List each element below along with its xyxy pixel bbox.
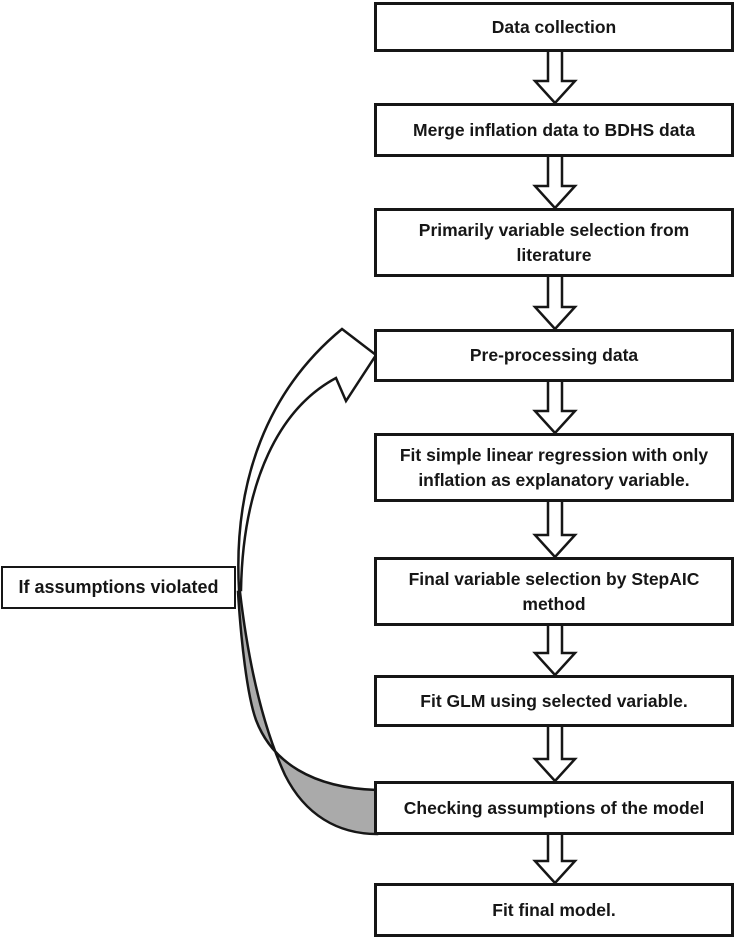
- flow-step-fit-final-model: Fit final model.: [374, 883, 734, 937]
- flow-step-fit-glm: Fit GLM using selected variable.: [374, 675, 734, 727]
- flow-step-label: Primarily variable selection from litera…: [418, 219, 690, 265]
- feedback-arrow-ribbon: [236, 590, 379, 836]
- flow-step-label: Fit final model.: [492, 899, 616, 920]
- flow-step-check-assumptions: Checking assumptions of the model: [374, 781, 734, 835]
- down-arrow-4: [532, 382, 578, 435]
- down-arrow-7: [532, 727, 578, 783]
- flow-step-pre-processing: Pre-processing data: [374, 329, 734, 382]
- down-arrow-8: [532, 835, 578, 885]
- down-arrow-6: [532, 626, 578, 677]
- flow-step-simple-linear-regression: Fit simple linear regression with only i…: [374, 433, 734, 502]
- flow-step-label: Pre-processing data: [469, 345, 639, 366]
- down-arrow-5: [532, 502, 578, 559]
- flow-step-label: Merge inflation data to BDHS data: [413, 119, 695, 140]
- flow-step-label: Fit GLM using selected variable.: [420, 690, 688, 711]
- flow-step-label: Data collection: [491, 16, 617, 37]
- flow-step-variable-selection-literature: Primarily variable selection from litera…: [374, 208, 734, 277]
- down-arrow-2: [532, 157, 578, 210]
- flow-step-label: Checking assumptions of the model: [403, 797, 705, 818]
- flow-step-label: Fit simple linear regression with only i…: [399, 444, 709, 490]
- flow-step-label: Final variable selection by StepAIC meth…: [408, 568, 700, 614]
- down-arrow-1: [532, 52, 578, 105]
- down-arrow-3: [532, 277, 578, 331]
- condition-label-assumptions-violated: If assumptions violated: [1, 566, 236, 609]
- flow-step-merge-inflation-data: Merge inflation data to BDHS data: [374, 103, 734, 157]
- flow-step-data-collection: Data collection: [374, 2, 734, 52]
- flow-step-stepaic-selection: Final variable selection by StepAIC meth…: [374, 557, 734, 626]
- condition-label-text: If assumptions violated: [18, 577, 219, 597]
- feedback-arrow-head: [237, 327, 378, 592]
